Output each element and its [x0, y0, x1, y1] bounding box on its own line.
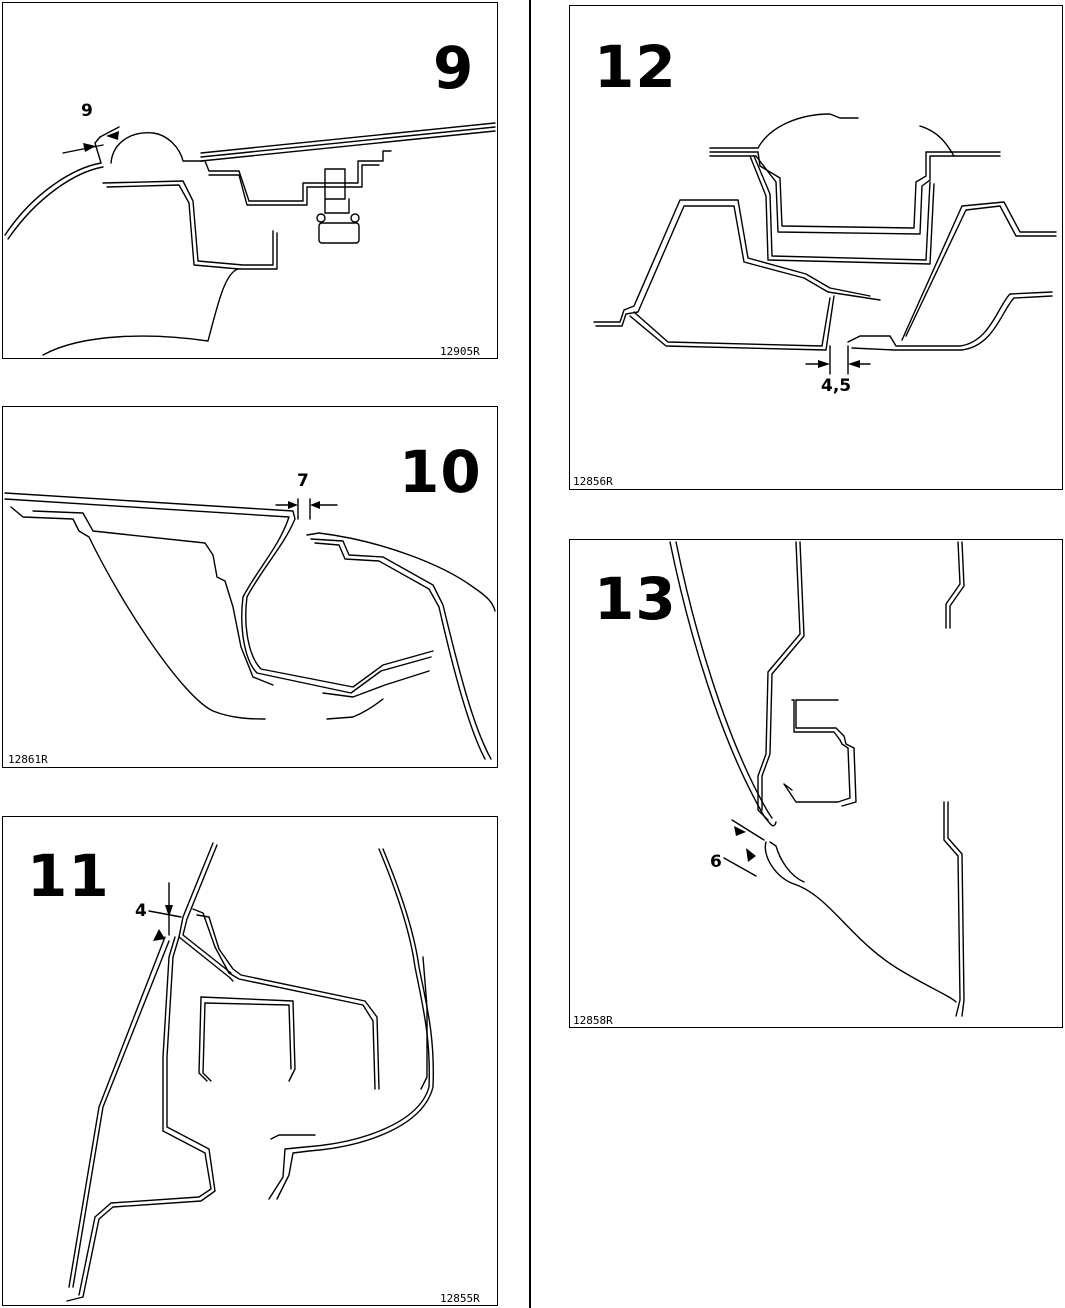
figure-number: 11	[27, 842, 110, 910]
figure-9-drawing	[4, 122, 496, 356]
figure-number: 9	[433, 34, 475, 102]
figure-number: 12	[594, 33, 677, 101]
gap-dimension-label: 9	[81, 101, 93, 121]
gap-dimension-label: 6	[710, 852, 722, 872]
figure-9-panel: 9 9 12905R	[2, 2, 498, 359]
figure-reference-code: 12858R	[573, 1014, 613, 1027]
gap-dimension-label: 4,5	[821, 376, 852, 396]
figure-13-drawing	[669, 541, 965, 1017]
figure-12-panel: 12 4,5 12856R	[569, 5, 1063, 490]
figure-number: 13	[594, 565, 677, 633]
figure-reference-code: 12855R	[440, 1292, 480, 1305]
figure-reference-code: 12856R	[573, 475, 613, 488]
figure-13-panel: 13 6 12858R	[569, 539, 1063, 1028]
figure-11-panel: 11 4 12855R	[2, 816, 498, 1306]
figure-reference-code: 12905R	[440, 345, 480, 358]
figure-number: 10	[399, 438, 482, 506]
figure-reference-code: 12861R	[8, 753, 48, 766]
figure-11-drawing	[66, 842, 434, 1302]
page-column-divider	[529, 0, 531, 1308]
gap-dimension-label: 7	[297, 471, 309, 491]
figure-10-panel: 10 7 12861R	[2, 406, 498, 768]
figure-10-drawing	[4, 492, 496, 760]
gap-dimension-label: 4	[135, 901, 147, 921]
figure-12-drawing	[593, 113, 1057, 375]
